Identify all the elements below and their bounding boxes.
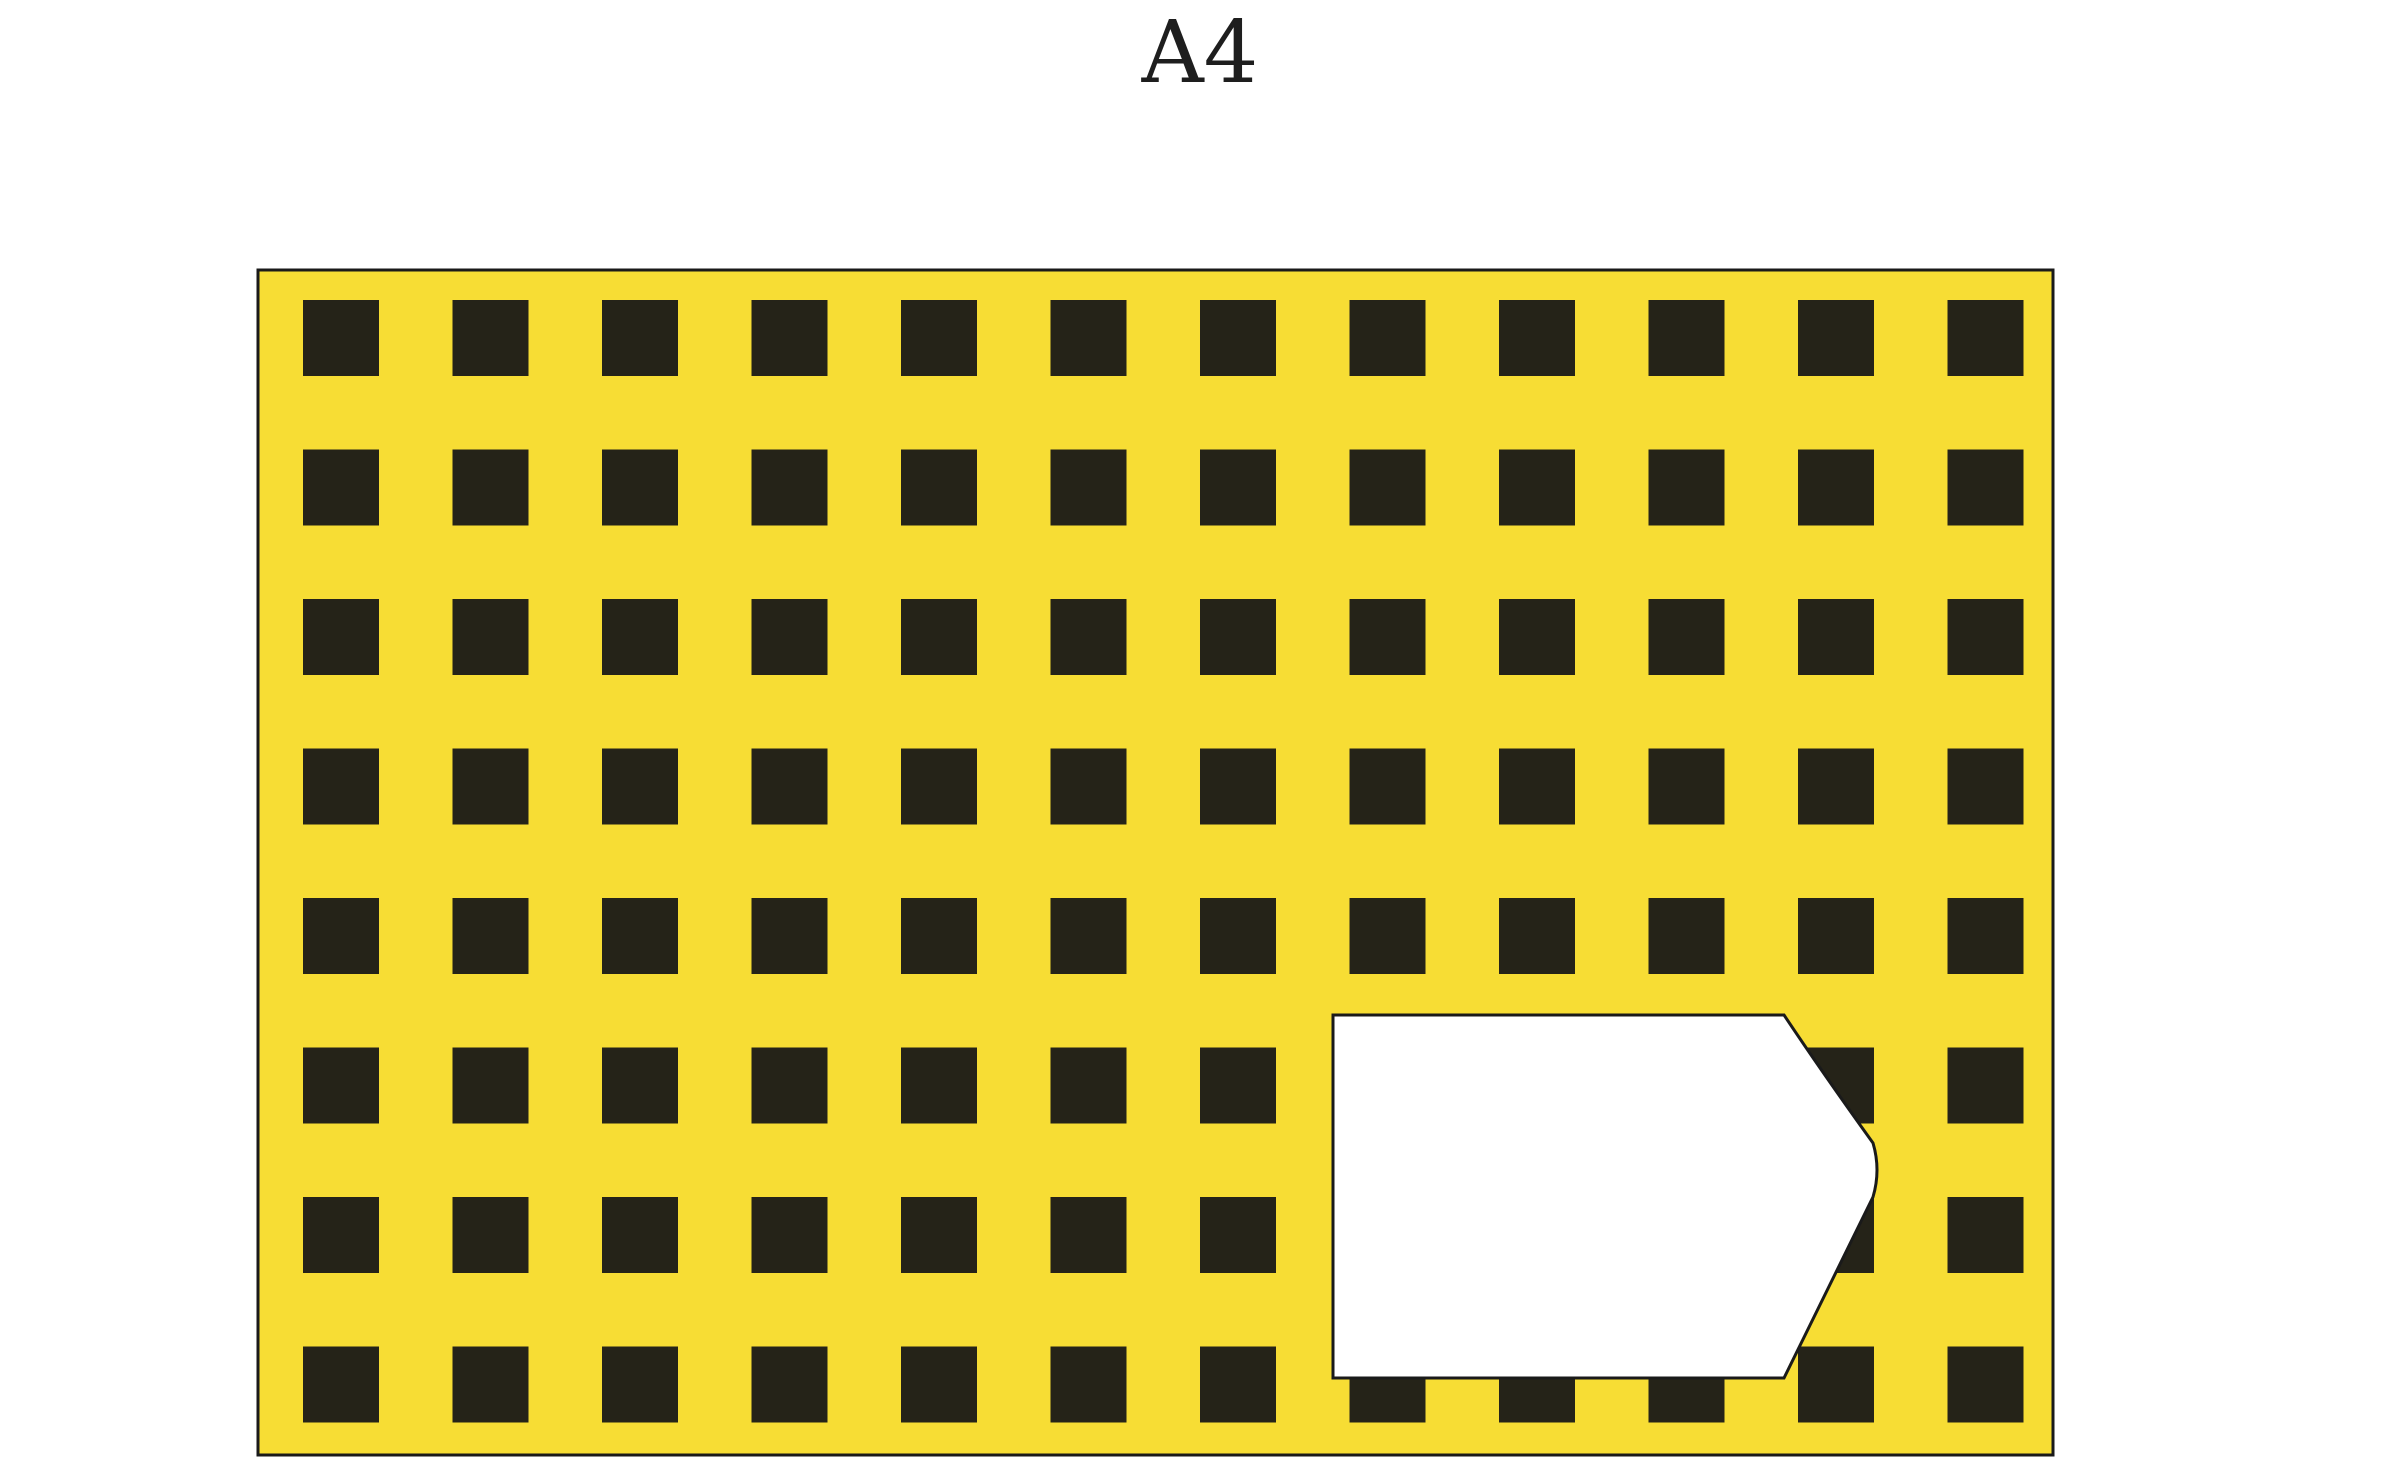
- grid-square: [1499, 898, 1575, 974]
- grid-square: [1200, 1197, 1276, 1273]
- grid-square: [1050, 898, 1127, 974]
- grid-square: [1200, 1047, 1276, 1124]
- grid-square: [1648, 300, 1725, 376]
- grid-square: [452, 748, 529, 825]
- grid-square: [1798, 1346, 1874, 1423]
- grid-square: [1798, 449, 1874, 526]
- grid-square: [1349, 599, 1426, 675]
- grid-square: [452, 1047, 529, 1124]
- grid-square: [901, 1197, 977, 1273]
- grid-square: [1648, 599, 1725, 675]
- grid-square: [1200, 599, 1276, 675]
- grid-square: [901, 599, 977, 675]
- grid-square: [1499, 748, 1575, 825]
- grid-square: [303, 748, 379, 825]
- grid-square: [901, 1346, 977, 1423]
- grid-square: [452, 449, 529, 526]
- grid-square: [901, 898, 977, 974]
- grid-square: [1050, 599, 1127, 675]
- grid-square: [1050, 1197, 1127, 1273]
- grid-square: [1200, 449, 1276, 526]
- grid-square: [303, 1346, 379, 1423]
- grid-square: [602, 449, 678, 526]
- grid-square: [1050, 1346, 1127, 1423]
- grid-square: [303, 449, 379, 526]
- grid-square: [751, 1047, 828, 1124]
- grid-square: [452, 1197, 529, 1273]
- grid-square: [1947, 449, 2024, 526]
- grid-square: [602, 1047, 678, 1124]
- grid-square: [452, 898, 529, 974]
- grid-square: [1648, 748, 1725, 825]
- grid-square: [751, 898, 828, 974]
- grid-square: [1200, 748, 1276, 825]
- grid-square: [452, 599, 529, 675]
- grid-square: [1947, 1197, 2024, 1273]
- grid-square: [1200, 300, 1276, 376]
- grid-square: [1798, 748, 1874, 825]
- grid-square: [452, 1346, 529, 1423]
- grid-square: [1499, 449, 1575, 526]
- grid-square: [1798, 898, 1874, 974]
- grid-square: [1798, 300, 1874, 376]
- grid-square: [602, 599, 678, 675]
- grid-square: [1947, 898, 2024, 974]
- grid-square: [901, 300, 977, 376]
- grid-square: [303, 1197, 379, 1273]
- grid-square: [602, 300, 678, 376]
- grid-square: [1349, 898, 1426, 974]
- grid-square: [602, 748, 678, 825]
- grid-square: [1200, 1346, 1276, 1423]
- grid-square: [1947, 599, 2024, 675]
- grid-square: [303, 599, 379, 675]
- grid-square: [1947, 1346, 2024, 1423]
- grid-square: [1499, 300, 1575, 376]
- grid-square: [1947, 748, 2024, 825]
- grid-square: [901, 748, 977, 825]
- grid-square: [751, 748, 828, 825]
- grid-square: [303, 300, 379, 376]
- grid-square: [751, 1197, 828, 1273]
- grid-square: [901, 449, 977, 526]
- grid-square: [1499, 599, 1575, 675]
- grid-square: [602, 1197, 678, 1273]
- grid-square: [452, 300, 529, 376]
- figure-label: A4: [1141, 3, 1259, 103]
- grid-square: [1349, 748, 1426, 825]
- grid-square: [1349, 300, 1426, 376]
- grid-square: [1050, 748, 1127, 825]
- grid-square: [1050, 300, 1127, 376]
- grid-square: [303, 1047, 379, 1124]
- grid-square: [1349, 449, 1426, 526]
- grid-square: [1050, 449, 1127, 526]
- grid-square: [1200, 898, 1276, 974]
- grid-square: [1947, 300, 2024, 376]
- grid-square: [901, 1047, 977, 1124]
- grid-square: [1050, 1047, 1127, 1124]
- grid-square: [602, 1346, 678, 1423]
- grid-square: [602, 898, 678, 974]
- grid-square: [303, 898, 379, 974]
- grid-square: [751, 599, 828, 675]
- white-cutout-shape: [1331, 1013, 1879, 1380]
- grid-square: [751, 449, 828, 526]
- grid-square: [751, 1346, 828, 1423]
- grid-square: [751, 300, 828, 376]
- grid-square: [1798, 599, 1874, 675]
- grid-square: [1947, 1047, 2024, 1124]
- grid-square: [1648, 898, 1725, 974]
- grid-square: [1648, 449, 1725, 526]
